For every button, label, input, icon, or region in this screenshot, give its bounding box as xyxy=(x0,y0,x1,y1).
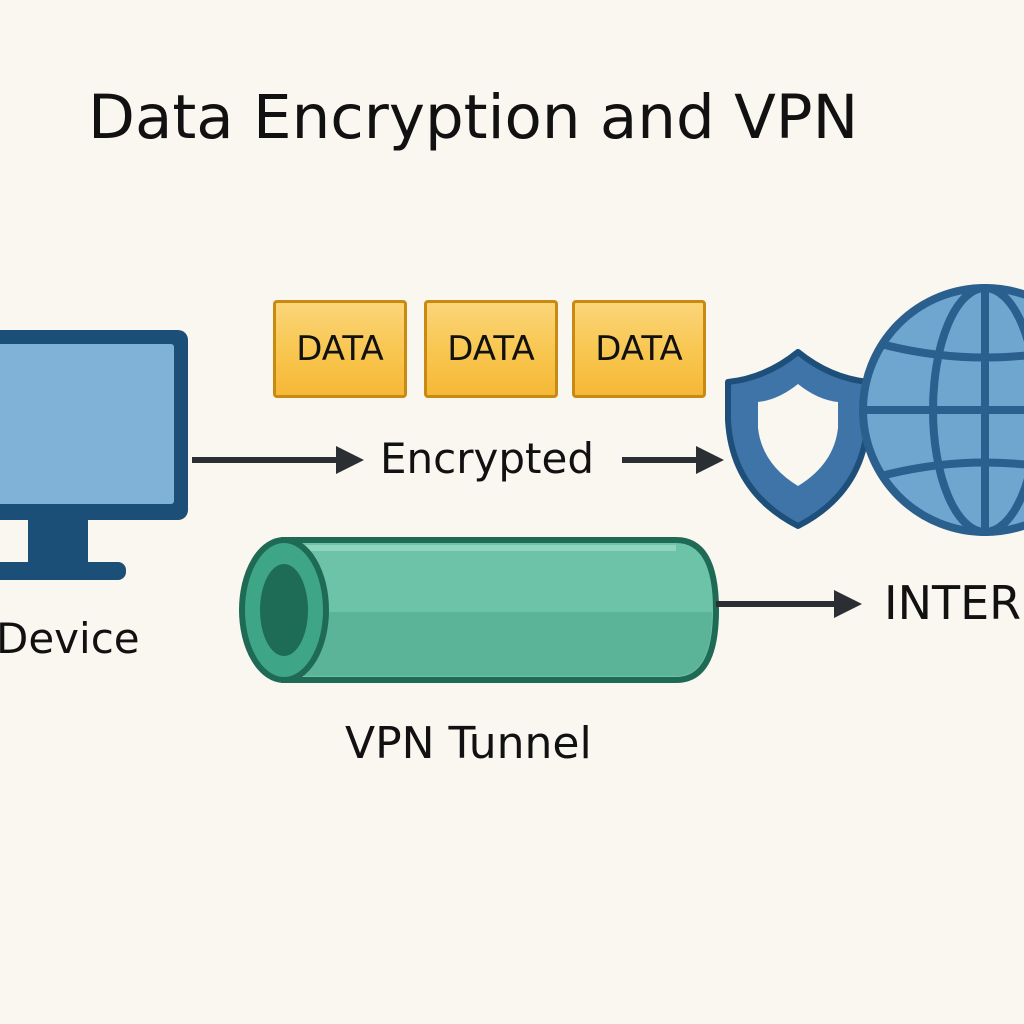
vpn-tunnel-label: VPN Tunnel xyxy=(345,718,592,769)
shield-icon xyxy=(725,349,871,529)
arrow-device-to-encrypted xyxy=(192,446,364,474)
data-packet: DATA xyxy=(572,300,706,398)
monitor-icon xyxy=(0,330,188,580)
arrow-tunnel-to-internet xyxy=(716,590,862,618)
internet-label: INTERNET xyxy=(884,576,1024,630)
data-packet: DATA xyxy=(273,300,407,398)
device-label: Device xyxy=(0,614,140,663)
globe-icon xyxy=(859,284,1024,536)
arrow-encrypted-to-shield xyxy=(622,446,724,474)
page-title: Data Encryption and VPN xyxy=(88,82,859,153)
tunnel-cylinder xyxy=(239,537,720,683)
data-packet: DATA xyxy=(424,300,558,398)
encrypted-label: Encrypted xyxy=(380,434,594,483)
